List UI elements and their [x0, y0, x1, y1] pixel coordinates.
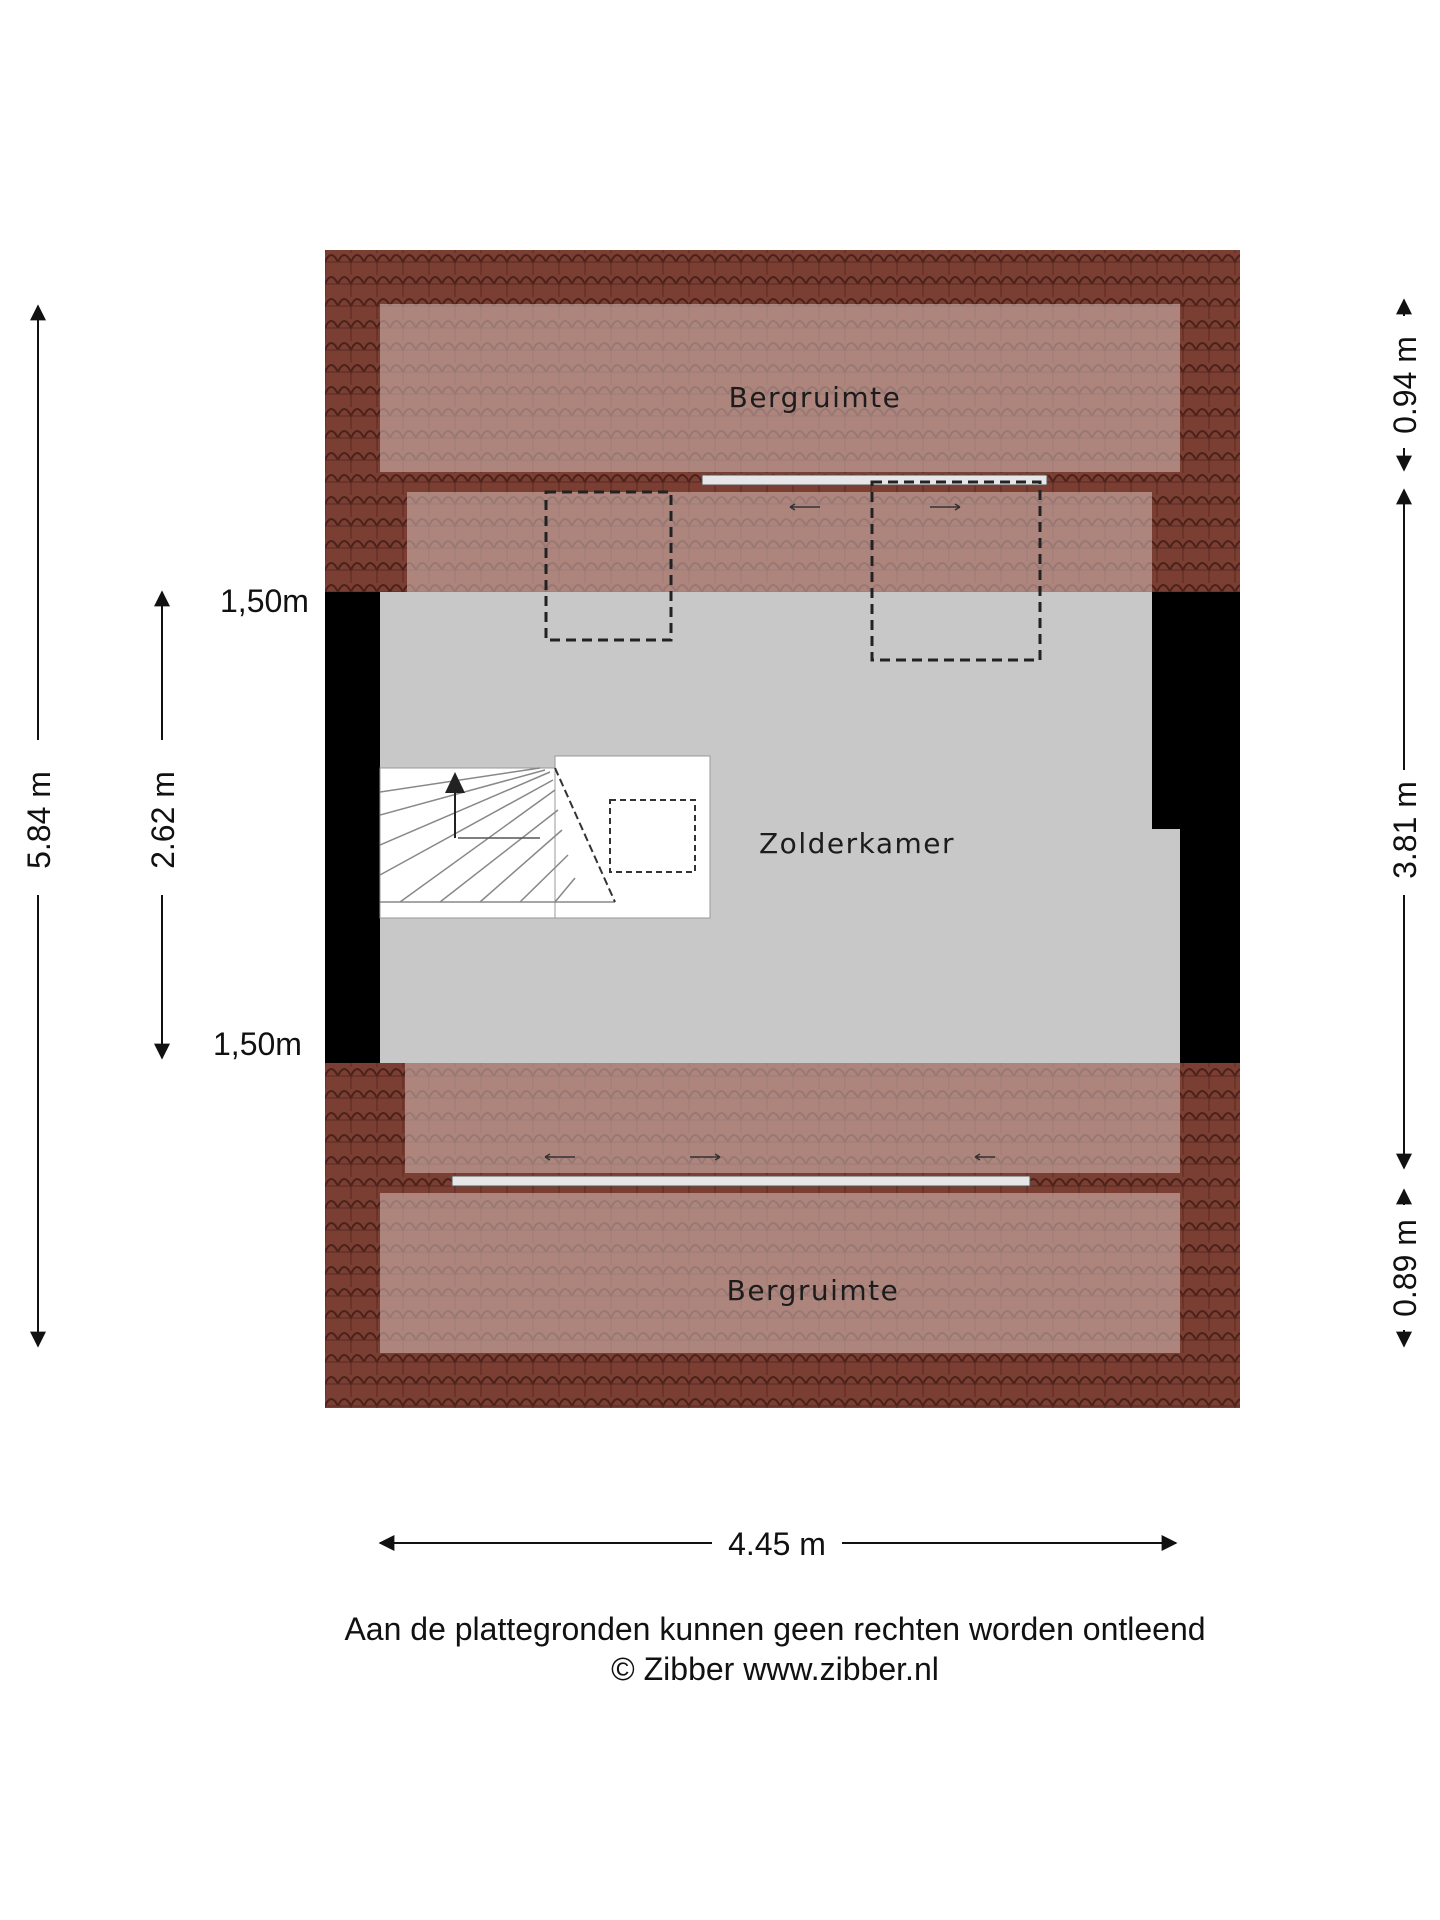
kneewall-bottom — [451, 1175, 1031, 1187]
storage-top-lower — [407, 492, 1152, 592]
dimension-upper-line-label: 1,50m — [220, 583, 309, 619]
kneewall-top — [701, 474, 1048, 486]
dimension-right-bottom-label: 0.89 m — [1387, 1219, 1423, 1317]
skylight-right — [870, 480, 1042, 662]
room-label-top-storage: Bergruimte — [729, 381, 902, 414]
wall-left — [325, 592, 380, 1063]
wall-right-upper — [1152, 592, 1240, 829]
copyright-text: © Zibber www.zibber.nl — [611, 1651, 939, 1687]
dimension-right-top-label: 0.94 m — [1387, 336, 1423, 434]
wall-right-lower — [1180, 829, 1240, 1063]
dimension-right-middle-label: 3.81 m — [1387, 781, 1423, 879]
staircase — [379, 755, 711, 919]
disclaimer-text: Aan de plattegronden kunnen geen rechten… — [344, 1611, 1205, 1647]
dimension-width-label: 4.45 m — [728, 1526, 826, 1562]
storage-top — [380, 304, 1180, 472]
storage-bottom-upper — [405, 1063, 1180, 1173]
dimension-headroom-label: 2.62 m — [145, 771, 181, 869]
dimension-total-height-label: 5.84 m — [21, 771, 57, 869]
kneewall-markers — [544, 503, 995, 1161]
room-label-attic: Zolderkamer — [759, 827, 955, 860]
dimension-lower-line-label: 1,50m — [213, 1026, 302, 1062]
storage-bottom — [380, 1193, 1180, 1353]
room-label-bottom-storage: Bergruimte — [727, 1274, 900, 1307]
skylight-left — [544, 490, 673, 642]
